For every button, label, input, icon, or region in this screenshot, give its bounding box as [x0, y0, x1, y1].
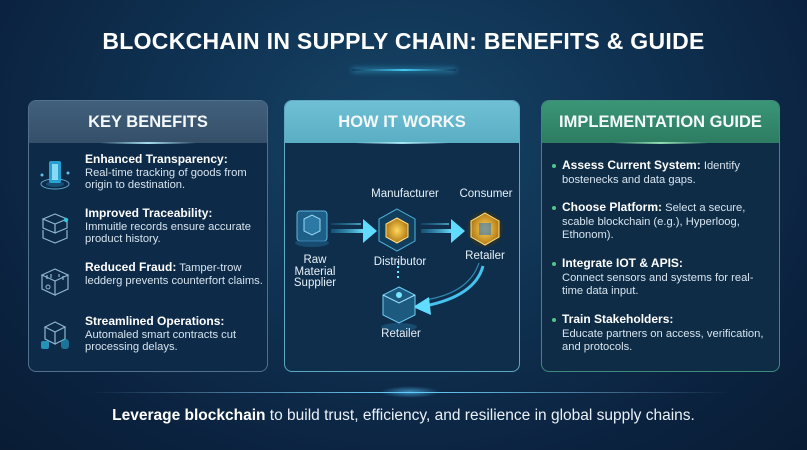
raw-material-cube-icon [295, 210, 329, 247]
how-it-works-header: HOW IT WORKS [285, 101, 519, 144]
guide-item: Integrate IOT & APIS: Connect sensors an… [552, 256, 774, 299]
page-title: BLOCKCHAIN IN SUPPLY CHAIN: BENEFITS & G… [102, 28, 705, 54]
guide-text: Select a secure, scable blockchain (e.g.… [562, 202, 746, 241]
guide-text: Connect sensors and systems for real-tim… [562, 271, 754, 298]
retailer-blue-cube-icon [381, 286, 417, 331]
benefit-text: Immuitle records ensure accurate product… [85, 220, 252, 246]
distributor-label: Distributor [373, 256, 427, 268]
guide-text: Identify bostenecks and data gaps. [562, 160, 740, 186]
benefit-title: Reduced Fraud: [85, 260, 177, 274]
benefit-item: Reduced Fraud: Tamper-trow ledderg preve… [37, 261, 267, 299]
guide-item: Assess Current System: Identify bostenec… [552, 158, 774, 187]
distributor-gold-cube-icon [378, 208, 416, 252]
bullet-icon [552, 206, 556, 210]
arrow-right-icon [331, 219, 377, 243]
arrow-right-icon [421, 219, 465, 243]
implementation-guide-panel: IMPLEMENTATION GUIDE Assess Current Syst… [541, 100, 780, 372]
flow-diagram [295, 208, 503, 331]
guide-item: Choose Platform: Select a secure, scable… [552, 200, 774, 243]
manufacturer-label: Manufacturer [371, 188, 439, 200]
footer-text: to build trust, efficiency, and resilien… [265, 407, 695, 424]
bullet-icon [552, 318, 556, 322]
benefit-text: Real-time tracking of goods from origin … [85, 166, 247, 192]
consumer-label: Consumer [459, 188, 513, 200]
benefit-title: Enhanced Transparency: [85, 152, 228, 166]
benefit-item: Improved Traceability: Immuitle records … [37, 207, 267, 246]
bullet-icon [552, 262, 556, 266]
retailer-label-bottom: Retailer [381, 328, 421, 340]
implementation-guide-header: IMPLEMENTATION GUIDE [542, 101, 779, 144]
curved-arrow-icon [413, 262, 485, 315]
guide-title: Assess Current System: [562, 158, 701, 172]
key-benefits-header: KEY BENEFITS [29, 101, 267, 144]
bullet-icon [552, 164, 556, 168]
smart-contract-icon [41, 321, 69, 349]
footer-glow [380, 386, 440, 398]
raw-material-label: Raw Material Supplier [293, 254, 337, 289]
secure-box-icon [40, 268, 70, 296]
benefit-title: Streamlined Operations: [85, 314, 225, 328]
benefit-item: Enhanced Transparency: Real-time trackin… [37, 153, 267, 192]
guide-item: Train Stakeholders: Educate partners on … [552, 312, 774, 355]
transparency-cube-icon [40, 161, 70, 190]
footer-bold: Leverage blockchain [112, 407, 266, 424]
guide-title: Integrate IOT & APIS: [562, 256, 683, 270]
retailer-gold-cube-icon [467, 211, 503, 247]
footer-tagline: Leverage blockchain to build trust, effi… [0, 407, 807, 425]
stacked-blocks-icon [41, 213, 69, 244]
benefit-text: Automaled smart contracts cut processing… [85, 328, 237, 354]
guide-title: Train Stakeholders: [562, 312, 674, 326]
guide-title: Choose Platform: [562, 200, 663, 214]
benefit-title: Improved Traceability: [85, 206, 213, 220]
how-it-works-panel: HOW IT WORKS [284, 100, 520, 372]
retailer-label-top: Retailer [465, 250, 505, 262]
title-divider [352, 69, 456, 71]
benefit-text: Tamper-trow ledderg prevents counterfort… [85, 262, 263, 287]
guide-text: Educate partners on access, verification… [562, 327, 764, 354]
benefit-item: Streamlined Operations: Automaled smart … [37, 315, 267, 354]
key-benefits-panel: KEY BENEFITS Enhanced Transparency: Real… [28, 100, 268, 372]
